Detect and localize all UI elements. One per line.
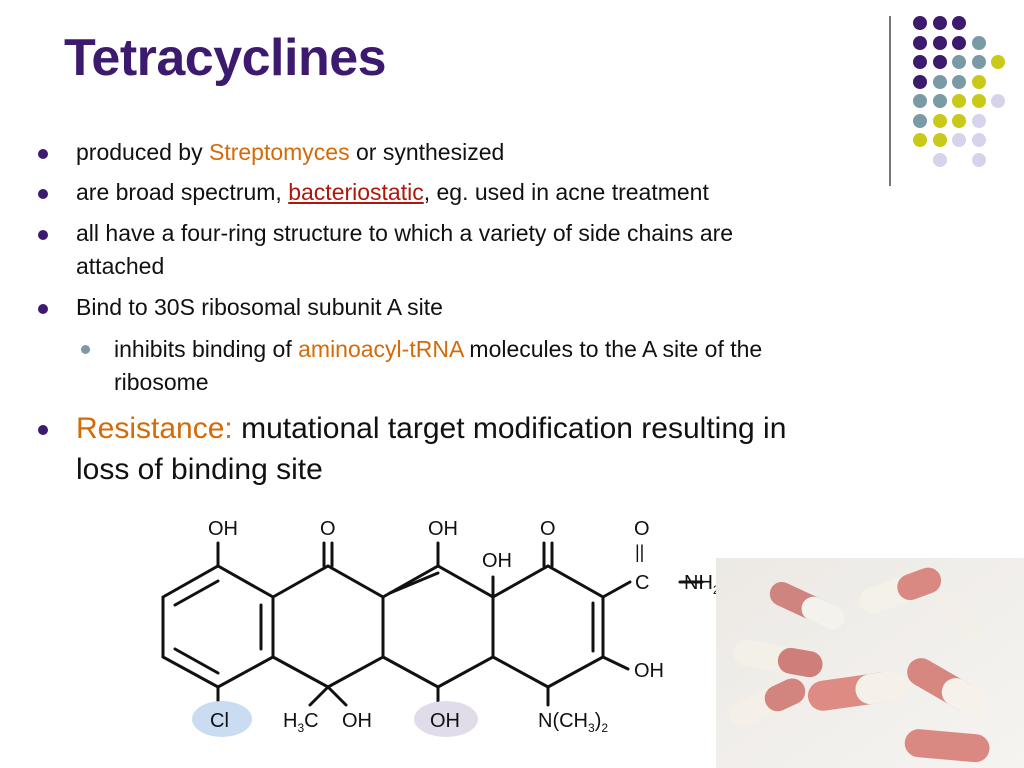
label-o-top2: O: [540, 518, 556, 540]
label-o-top3: O: [634, 518, 650, 540]
decorative-dot: [932, 133, 947, 147]
bullet-text-line2: loss of binding site: [76, 453, 323, 486]
label-oh-top2: OH: [428, 518, 458, 540]
capsules-illustration: [716, 558, 1024, 768]
label-h3c: H3C: [283, 710, 319, 735]
bullet-marker: [38, 425, 48, 435]
bullet-resistance: Resistance: mutational target modificati…: [38, 408, 787, 490]
decorative-dot: [932, 113, 947, 128]
decorative-dot: [952, 16, 966, 30]
label-c: C: [635, 572, 649, 594]
bullet-text-line2: attached: [76, 253, 165, 279]
decorative-dot: [952, 55, 966, 69]
decorative-dot: [913, 94, 927, 108]
label-nme2: N(CH3)2: [538, 710, 608, 735]
decorative-dot: [932, 35, 947, 50]
bullet-2: are broad spectrum, bacteriostatic, eg. …: [38, 176, 709, 209]
label-oh-mid: OH: [482, 550, 512, 572]
label-oh-top1: OH: [208, 518, 238, 540]
decorative-dot: [913, 35, 927, 50]
bullet-text: produced by: [76, 139, 209, 165]
bullet-marker: [38, 149, 48, 159]
decorative-dot: [971, 133, 986, 147]
decorative-dot: [991, 55, 1005, 69]
resistance-label: Resistance:: [76, 412, 233, 445]
divider-line: [889, 16, 891, 186]
decorative-dot: [971, 74, 986, 89]
highlight-aminoacyl-trna: aminoacyl-tRNA: [298, 336, 464, 362]
decorative-dot: [971, 55, 986, 69]
decorative-dot: [932, 94, 947, 108]
bacteriostatic-link[interactable]: bacteriostatic: [288, 179, 424, 205]
label-oh-right: OH: [634, 660, 664, 682]
capsules-photo: [716, 558, 1024, 768]
tetracycline-structure-diagram: OH O OH O O || OH C NH2 OH Cl H3C OH OH …: [161, 518, 720, 737]
bullet-4: Bind to 30S ribosomal subunit A site: [38, 291, 443, 324]
decorative-dot: [971, 94, 986, 108]
decorative-dot: [971, 35, 986, 50]
decorative-dot: [971, 113, 986, 128]
bullet-marker: [38, 304, 48, 314]
bullet-text: mutational target modification resulting…: [232, 412, 787, 445]
label-double-bond: ||: [635, 542, 644, 562]
label-oh-bottom1: OH: [342, 710, 372, 732]
decorative-dot: [932, 152, 947, 167]
decorative-dot: [913, 55, 927, 69]
bullet-text: inhibits binding of: [114, 336, 299, 362]
bullet-text-line2: ribosome: [114, 369, 209, 395]
bullet-text: are broad spectrum,: [76, 179, 289, 205]
decorative-dot: [913, 74, 927, 89]
bullet-text: molecules to the A site of the: [463, 336, 763, 362]
decorative-dot: [952, 133, 966, 147]
decorative-dot: [913, 16, 927, 30]
sub-bullet-marker: [81, 345, 90, 354]
bullet-1: produced by Streptomyces or synthesized: [38, 136, 505, 169]
bullet-text: Bind to 30S ribosomal subunit A site: [76, 294, 443, 320]
label-cl: Cl: [210, 710, 229, 732]
decorative-dot: [952, 113, 966, 128]
label-nh2: NH2: [684, 572, 720, 597]
bullet-text: or synthesized: [349, 139, 505, 165]
decorative-dot: [952, 35, 966, 50]
decorative-dot: [932, 55, 947, 69]
decorative-dot: [971, 152, 986, 167]
bullet-text: , eg. used in acne treatment: [423, 179, 709, 205]
hydroxyl-highlight: [414, 701, 478, 737]
decorative-dot: [952, 74, 966, 89]
decorative-dot: [952, 94, 966, 108]
bullet-marker: [38, 230, 48, 240]
label-oh-bottom2: OH: [430, 710, 460, 732]
sub-bullet-1: inhibits binding of aminoacyl-tRNA molec…: [81, 333, 763, 399]
slide-title: Tetracyclines: [64, 29, 387, 87]
bullet-3: all have a four-ring structure to which …: [38, 217, 734, 283]
decorative-dot: [991, 94, 1005, 108]
decorative-dot: [913, 113, 927, 128]
chlorine-highlight: [192, 701, 252, 737]
bullet-text-line1: all have a four-ring structure to which …: [76, 220, 734, 246]
decorative-dot: [913, 133, 927, 147]
label-o-top1: O: [320, 518, 336, 540]
decorative-dot: [932, 74, 947, 89]
decorative-dot: [932, 16, 947, 30]
highlight-streptomyces: Streptomyces: [208, 139, 350, 165]
bullet-marker: [38, 189, 48, 199]
